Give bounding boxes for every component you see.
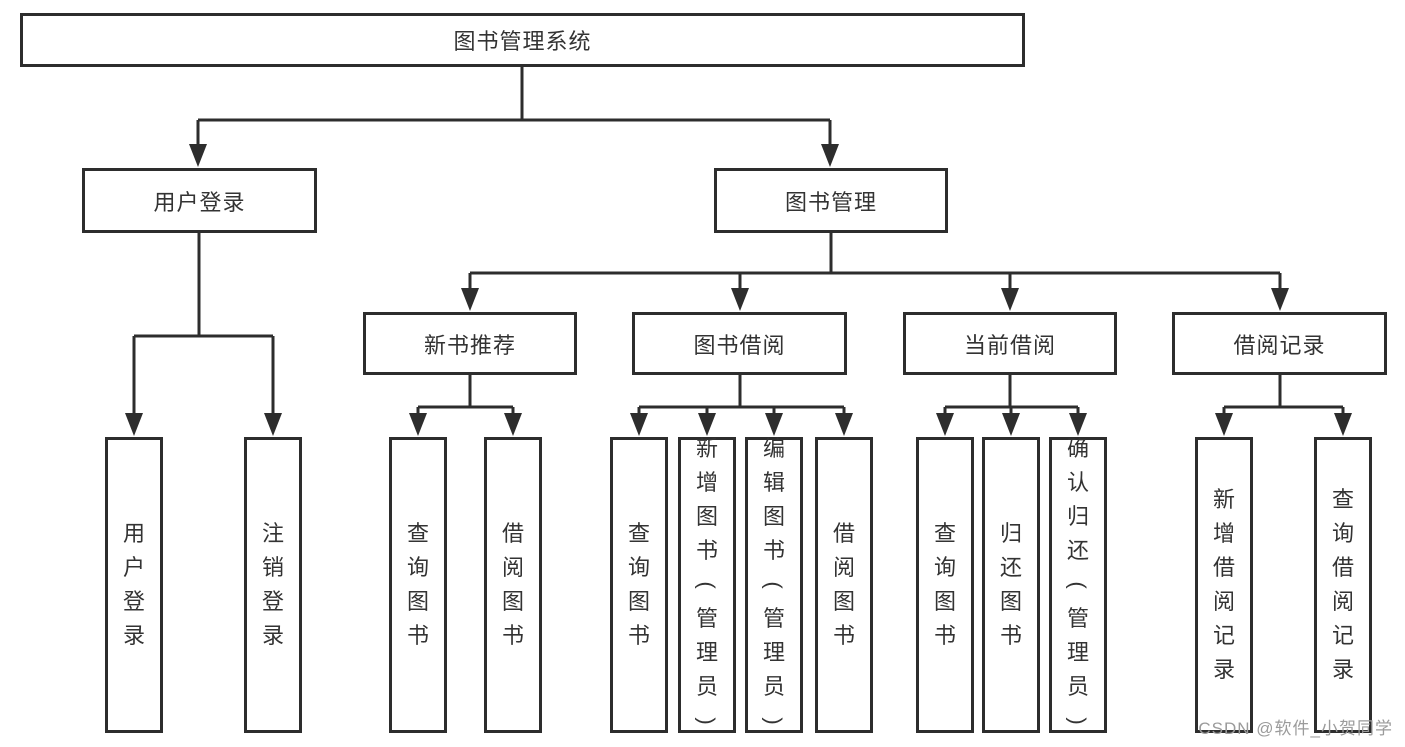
- node-book-borrow-label: 图书借阅: [693, 332, 786, 358]
- arrowhead: [835, 413, 853, 436]
- connector-book-mgmt-sections: [468, 233, 1282, 294]
- leaf-current-return: 归还图书: [982, 437, 1040, 733]
- arrowhead: [189, 144, 207, 167]
- node-current-borrow-label: 当前借阅: [963, 332, 1056, 358]
- connector-book-borrow-children: [637, 375, 846, 421]
- leaf-borrow-search: 查询图书: [610, 437, 668, 733]
- arrowhead: [125, 413, 143, 436]
- leaf-current-search: 查询图书: [916, 437, 974, 733]
- leaf-borrow-search-label: 查询图书: [627, 521, 650, 648]
- arrowhead: [264, 413, 282, 436]
- leaf-user-login-label: 用户登录: [122, 521, 145, 648]
- leaf-current-confirm-admin-label: 确认归还(管理员): [1065, 436, 1091, 725]
- arrowhead: [936, 413, 954, 436]
- arrowhead: [409, 413, 427, 436]
- node-current-borrow: 当前借阅: [903, 312, 1117, 375]
- connector-new-books-children: [416, 375, 515, 421]
- leaf-borrow-add-admin: 新增图书(管理员): [678, 436, 736, 733]
- arrowhead: [461, 288, 479, 311]
- node-book-borrow: 图书借阅: [632, 312, 847, 375]
- leaf-borrow-borrow: 借阅图书: [815, 437, 873, 733]
- node-book-mgmt-label: 图书管理: [784, 189, 877, 215]
- leaf-records-add: 新增借阅记录: [1195, 437, 1253, 733]
- arrowhead: [821, 144, 839, 167]
- arrowhead: [1069, 413, 1087, 436]
- leaf-borrow-edit-admin-label: 编辑图书(管理员): [761, 436, 787, 725]
- connector-user-login-children: [132, 233, 275, 418]
- leaf-logout-login: 注销登录: [244, 437, 302, 733]
- node-user-login-label: 用户登录: [153, 189, 246, 215]
- arrowhead: [1002, 413, 1020, 436]
- node-user-login: 用户登录: [82, 168, 317, 233]
- leaf-records-search: 查询借阅记录: [1314, 437, 1372, 733]
- arrowhead: [630, 413, 648, 436]
- node-borrow-records: 借阅记录: [1172, 312, 1387, 375]
- arrowhead: [1334, 413, 1352, 436]
- node-book-mgmt: 图书管理: [714, 168, 948, 233]
- arrowhead: [765, 413, 783, 436]
- leaf-newbooks-borrow-label: 借阅图书: [501, 521, 524, 648]
- connector-borrow-records-children: [1222, 375, 1345, 421]
- node-root-label: 图书管理系统: [453, 29, 592, 54]
- leaf-newbooks-search: 查询图书: [389, 437, 447, 733]
- arrowhead: [1271, 288, 1289, 311]
- leaf-newbooks-search-label: 查询图书: [406, 521, 429, 648]
- leaf-borrow-edit-admin: 编辑图书(管理员): [745, 436, 803, 733]
- leaf-user-login: 用户登录: [105, 437, 163, 733]
- watermark: CSDN @软件_小贺同学: [1198, 719, 1393, 738]
- node-borrow-records-label: 借阅记录: [1233, 332, 1326, 358]
- node-root: 图书管理系统: [20, 13, 1025, 67]
- arrowhead: [1215, 413, 1233, 436]
- leaf-current-search-label: 查询图书: [933, 521, 956, 648]
- arrowhead: [731, 288, 749, 311]
- leaf-logout-login-label: 注销登录: [261, 521, 284, 648]
- arrowhead: [698, 413, 716, 436]
- leaf-records-search-label: 查询借阅记录: [1331, 487, 1354, 682]
- leaf-borrow-add-admin-label: 新增图书(管理员): [694, 436, 720, 725]
- leaf-current-confirm-admin: 确认归还(管理员): [1049, 436, 1107, 733]
- leaf-current-return-label: 归还图书: [999, 521, 1022, 648]
- arrowhead: [1001, 288, 1019, 311]
- leaf-newbooks-borrow: 借阅图书: [484, 437, 542, 733]
- node-new-books-label: 新书推荐: [423, 332, 516, 358]
- arrowhead: [504, 413, 522, 436]
- leaf-records-add-label: 新增借阅记录: [1212, 487, 1235, 682]
- connector-root-branches: [196, 67, 832, 150]
- node-new-books: 新书推荐: [363, 312, 577, 375]
- leaf-borrow-borrow-label: 借阅图书: [832, 521, 855, 648]
